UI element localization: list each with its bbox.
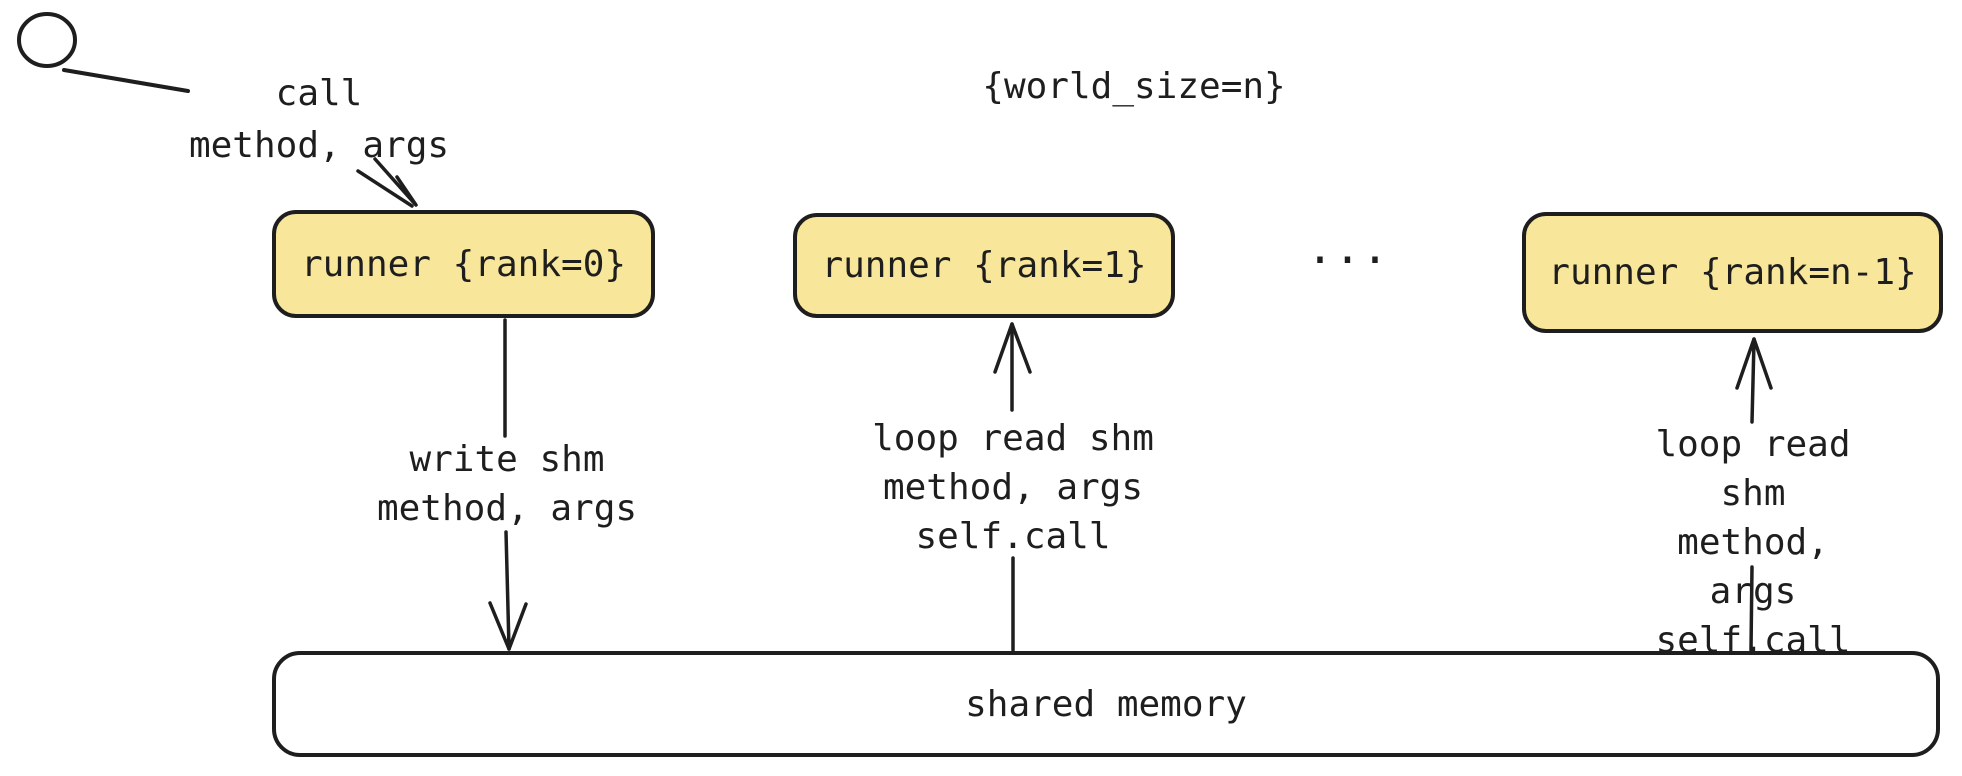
world-size-annotation: {world_size=n}	[982, 66, 1286, 107]
runner-rank1-node: runner {rank=1}	[793, 213, 1175, 318]
runner-rank-n1-node: runner {rank=n-1}	[1522, 212, 1943, 333]
read-shm-arrow-right	[1735, 337, 1773, 652]
read-shm-right-edge-label: loop read shm method, args self.call	[1655, 424, 1851, 661]
client-to-call-line	[62, 68, 190, 93]
runner-rank1-label: runner {rank=1}	[821, 245, 1147, 286]
call-edge-label: call method, args	[188, 73, 450, 166]
shared-memory-label: shared memory	[965, 683, 1247, 725]
runner-rank0-label: runner {rank=0}	[300, 243, 627, 285]
ellipsis-label: ...	[1306, 223, 1390, 274]
runner-rank0-node: runner {rank=0}	[272, 210, 655, 318]
shared-memory-node: shared memory	[272, 651, 1940, 757]
read-shm-mid-edge-label: loop read shm method, args self.call	[872, 418, 1154, 557]
call-arrow-icon	[356, 157, 418, 208]
write-shm-edge-label: write shm method, args	[376, 439, 638, 529]
write-shm-arrow	[488, 318, 528, 651]
read-shm-arrow-mid	[993, 322, 1032, 652]
client-circle-icon	[17, 12, 77, 68]
runner-rank-n1-label: runner {rank=n-1}	[1548, 252, 1917, 293]
